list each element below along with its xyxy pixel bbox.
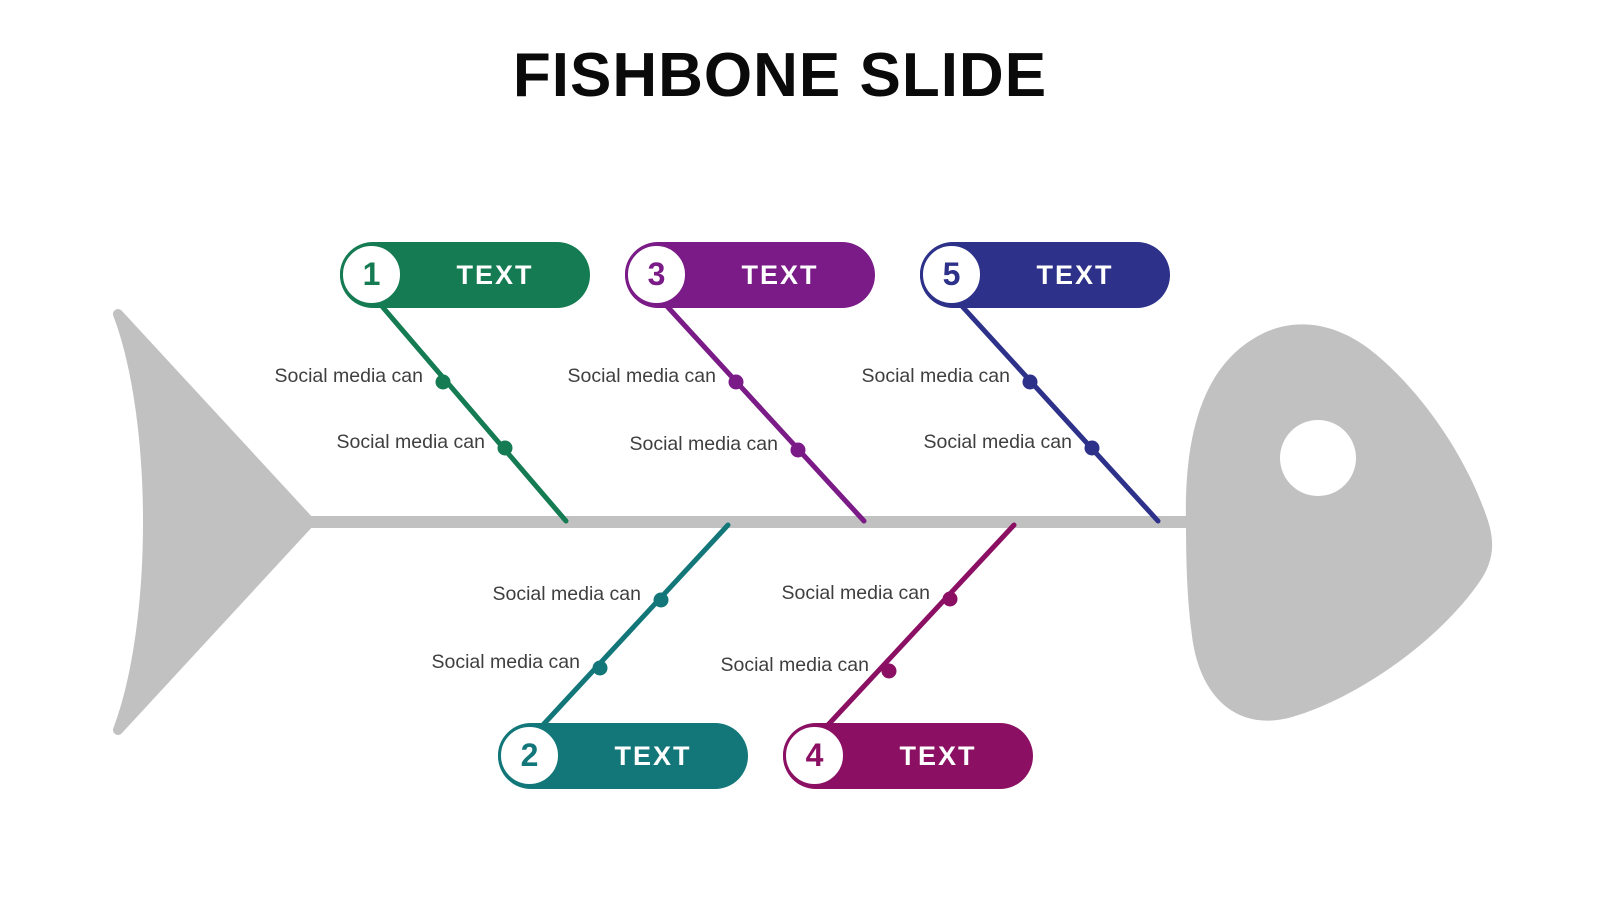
fish-tail-shape [113,309,315,735]
category-label-3: TEXT [741,259,819,290]
branch-4-dot-2 [881,663,897,679]
category-number-2: 2 [498,724,561,787]
category-pill-5: TEXT 5 [920,242,1170,308]
branch-5-line [957,301,1161,524]
category-label-1: TEXT [456,259,534,290]
slide-title: FISHBONE SLIDE [512,41,1048,110]
branch-1-dot-2 [497,440,513,456]
branch-1-line [377,301,569,524]
fish-spine [298,516,1192,528]
category-label-4: TEXT [899,740,977,771]
category-pill-3: TEXT 3 [625,242,875,308]
branch-5-note-2: Social media can [923,431,1073,453]
branch-3-line [662,301,867,524]
category-pill-1: TEXT 1 [340,242,590,308]
branch-2-line [539,522,731,729]
branch-1-note-2: Social media can [336,431,486,453]
category-label-2: TEXT [614,740,692,771]
branch-1-dot-1 [435,374,451,390]
branch-4-line [824,522,1017,729]
branch-1-note-1: Social media can [274,365,424,387]
category-number-1: 1 [340,243,403,306]
branch-4-dot-1 [942,591,958,607]
branch-3-dot-1 [728,374,744,390]
category-pill-4: TEXT 4 [783,723,1033,789]
branch-2-dot-1 [653,592,669,608]
branch-3-dot-2 [790,442,806,458]
branch-4-note-2: Social media can [720,654,870,676]
category-pill-2: TEXT 2 [498,723,748,789]
branch-2-note-2: Social media can [431,651,581,673]
branch-3-note-1: Social media can [567,365,717,387]
category-number-3: 3 [625,243,688,306]
category-number-4: 4 [783,724,846,787]
fish-head-shape [1185,324,1493,721]
branch-2-dot-2 [592,660,608,676]
branch-2-note-1: Social media can [492,583,642,605]
branch-3-note-2: Social media can [629,433,779,455]
branch-5-note-1: Social media can [861,365,1011,387]
branch-5-dot-1 [1022,374,1038,390]
fish-eye [1280,420,1356,496]
branch-5-dot-2 [1084,440,1100,456]
category-label-5: TEXT [1036,259,1114,290]
category-number-5: 5 [920,243,983,306]
branch-4-note-1: Social media can [781,582,931,604]
